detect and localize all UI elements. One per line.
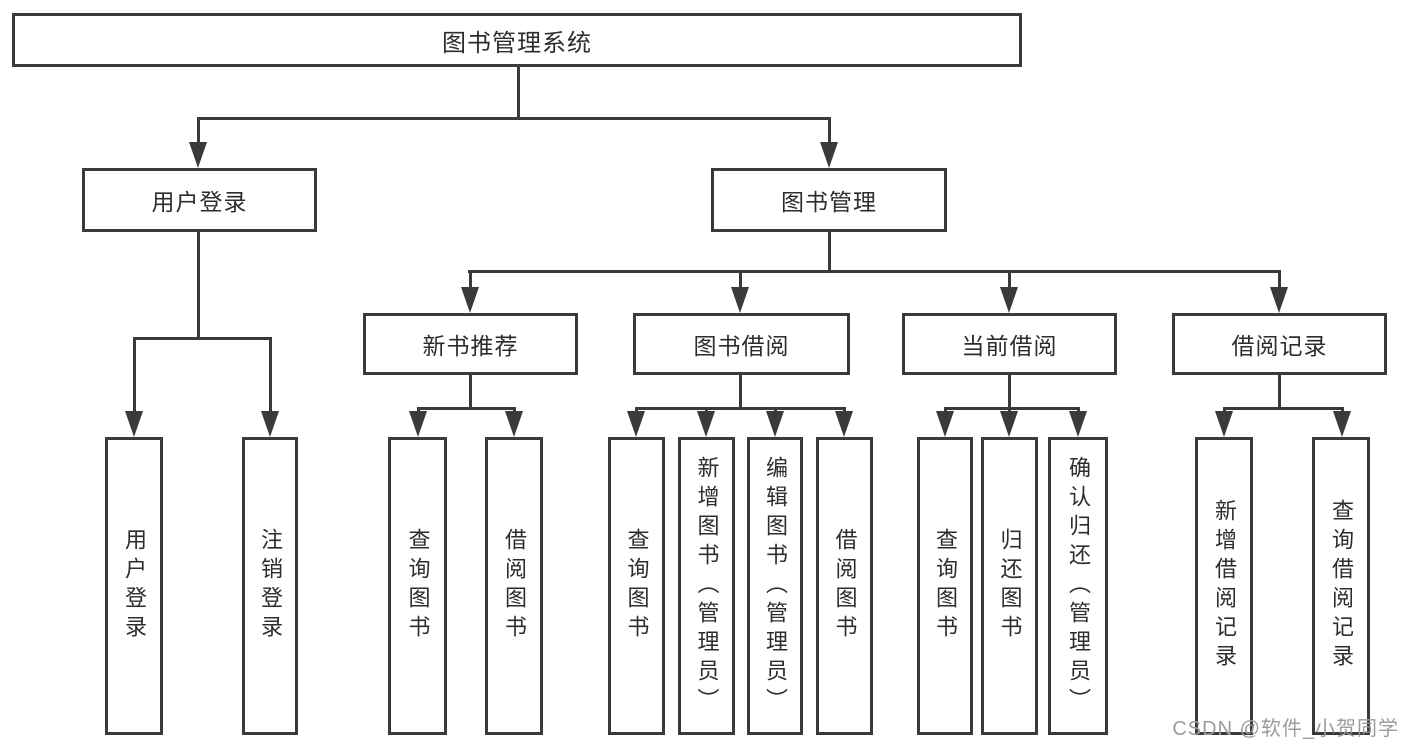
arrowhead-book-management	[820, 142, 838, 168]
leaf-borrow-query-books-label: 查询图书	[624, 528, 650, 644]
connector-to-user-login	[197, 117, 200, 144]
node-root: 图书管理系统	[12, 13, 1022, 67]
connector-to-book-management	[828, 117, 831, 144]
node-borrow-records-label: 借阅记录	[1231, 333, 1328, 359]
connector-borrow-branch	[635, 407, 846, 410]
arrowhead-leaf-c3	[766, 411, 784, 437]
connector-user-login-branch	[133, 337, 272, 340]
leaf-edit-book-admin-label: 编辑图书（管理员）	[763, 455, 788, 717]
node-user-login: 用户登录	[82, 168, 317, 232]
arrowhead-leaf-d2	[1000, 411, 1018, 437]
connector-current-stem	[1008, 375, 1011, 407]
leaf-user-login: 用户登录	[105, 437, 163, 735]
leaf-confirm-return-admin-label: 确认归还（管理员）	[1066, 455, 1091, 717]
leaf-recommend-query-books: 查询图书	[388, 437, 447, 735]
arrowhead-user-login	[189, 142, 207, 168]
connector-recommend-branch	[417, 407, 516, 410]
connector-leaf-d3	[1077, 407, 1080, 413]
node-book-management: 图书管理	[711, 168, 947, 232]
node-book-borrow-label: 图书借阅	[693, 333, 790, 359]
arrowhead-leaf-d3	[1069, 411, 1087, 437]
node-borrow-records: 借阅记录	[1172, 313, 1387, 375]
arrowhead-leaf-user-login	[125, 411, 143, 437]
leaf-add-borrow-record-label: 新增借阅记录	[1212, 499, 1237, 673]
connector-root-stem	[517, 66, 520, 119]
leaf-query-borrow-record: 查询借阅记录	[1312, 437, 1370, 735]
connector-leaf-e1	[1223, 407, 1226, 413]
node-book-management-label: 图书管理	[781, 189, 877, 215]
connector-to-current-borrow	[1008, 270, 1011, 289]
connector-to-leaf-user-login	[133, 337, 136, 413]
leaf-borrow-book: 借阅图书	[816, 437, 873, 735]
node-book-borrow: 图书借阅	[633, 313, 850, 375]
arrowhead-current-borrow	[1000, 287, 1018, 313]
connector-leaf-b2	[513, 407, 516, 413]
leaf-current-query-books-label: 查询图书	[933, 528, 958, 644]
leaf-confirm-return-admin: 确认归还（管理员）	[1048, 437, 1108, 735]
connector-leaf-e2	[1341, 407, 1344, 413]
connector-to-leaf-logout	[269, 337, 272, 413]
leaf-add-book-admin-label: 新增图书（管理员）	[694, 455, 720, 717]
connector-to-new-book-recommend	[469, 270, 472, 289]
node-new-book-recommend-label: 新书推荐	[422, 333, 519, 359]
arrowhead-book-borrow	[731, 287, 749, 313]
leaf-recommend-borrow-books-label: 借阅图书	[502, 528, 527, 644]
node-user-login-label: 用户登录	[151, 189, 248, 215]
arrowhead-leaf-c2	[697, 411, 715, 437]
leaf-add-borrow-record: 新增借阅记录	[1195, 437, 1253, 735]
node-current-borrow-label: 当前借阅	[961, 333, 1058, 359]
connector-records-stem	[1278, 375, 1281, 407]
leaf-recommend-query-books-label: 查询图书	[405, 528, 431, 644]
arrowhead-leaf-c4	[835, 411, 853, 437]
node-current-borrow: 当前借阅	[902, 313, 1117, 375]
connector-borrow-stem	[739, 375, 742, 407]
arrowhead-leaf-logout	[261, 411, 279, 437]
connector-leaf-c3	[774, 407, 777, 413]
arrowhead-leaf-e2	[1333, 411, 1351, 437]
leaf-logout-label: 注销登录	[258, 528, 283, 644]
connector-leaf-d2	[1008, 407, 1011, 413]
connector-records-branch	[1223, 407, 1344, 410]
connector-user-login-stem	[197, 232, 200, 337]
leaf-recommend-borrow-books: 借阅图书	[485, 437, 543, 735]
arrowhead-leaf-e1	[1215, 411, 1233, 437]
arrowhead-leaf-b2	[505, 411, 523, 437]
connector-book-management-branch	[468, 270, 1281, 273]
csdn-watermark: CSDN @软件_小贺同学	[1172, 718, 1399, 740]
leaf-borrow-book-label: 借阅图书	[832, 528, 858, 644]
arrowhead-leaf-d1	[936, 411, 954, 437]
connector-leaf-d1	[944, 407, 947, 413]
leaf-borrow-query-books: 查询图书	[608, 437, 665, 735]
leaf-edit-book-admin: 编辑图书（管理员）	[747, 437, 803, 735]
leaf-user-login-label: 用户登录	[122, 528, 147, 644]
connector-to-book-borrow	[739, 270, 742, 289]
connector-leaf-c4	[843, 407, 846, 413]
leaf-logout: 注销登录	[242, 437, 298, 735]
connector-leaf-b1	[417, 407, 420, 413]
leaf-query-borrow-record-label: 查询借阅记录	[1329, 499, 1354, 673]
connector-to-borrow-records	[1278, 270, 1281, 289]
leaf-return-book-label: 归还图书	[997, 528, 1023, 644]
leaf-return-book: 归还图书	[981, 437, 1038, 735]
arrowhead-leaf-b1	[409, 411, 427, 437]
connector-root-branch	[197, 117, 831, 120]
arrowhead-leaf-c1	[627, 411, 645, 437]
leaf-add-book-admin: 新增图书（管理员）	[678, 437, 735, 735]
arrowhead-borrow-records	[1270, 287, 1288, 313]
node-root-label: 图书管理系统	[442, 29, 592, 57]
connector-book-management-stem	[828, 232, 831, 270]
node-new-book-recommend: 新书推荐	[363, 313, 578, 375]
connector-leaf-c1	[635, 407, 638, 413]
arrowhead-new-book-recommend	[461, 287, 479, 313]
connector-recommend-stem	[469, 375, 472, 407]
connector-leaf-c2	[705, 407, 708, 413]
connector-current-branch	[944, 407, 1080, 410]
leaf-current-query-books: 查询图书	[917, 437, 973, 735]
